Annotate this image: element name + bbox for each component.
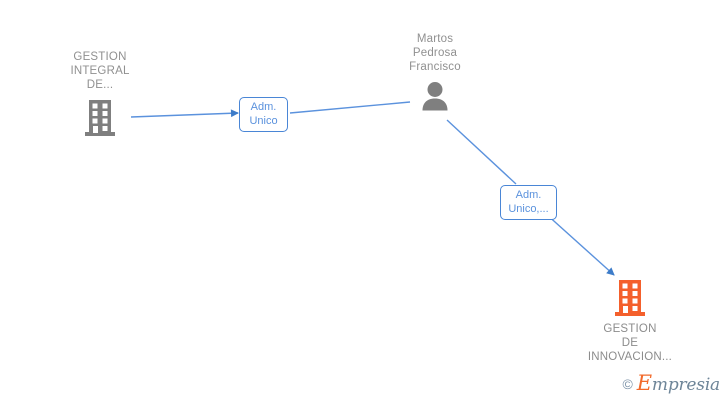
empresia-watermark: © Empresia [622, 373, 720, 394]
building-icon[interactable] [565, 278, 695, 318]
person-icon[interactable] [370, 80, 500, 112]
brand-logo: Empresia [637, 373, 720, 394]
edge-label-adm-unico-mas[interactable]: Adm. Unico,... [500, 185, 557, 220]
node-person[interactable]: Martos Pedrosa Francisco [370, 32, 500, 112]
node-company-gray[interactable]: GESTION INTEGRAL DE... [40, 50, 160, 138]
edge-label-adm-unico[interactable]: Adm. Unico [239, 97, 288, 132]
node-company-orange-label: GESTION DE INNOVACION... [587, 323, 673, 363]
node-person-label: Martos Pedrosa Francisco [409, 33, 461, 73]
brand-rest: mpresia [651, 375, 720, 395]
node-company-orange[interactable]: GESTION DE INNOVACION... [565, 278, 695, 364]
brand-initial: E [636, 371, 652, 395]
building-icon[interactable] [40, 98, 160, 138]
node-company-gray-label: GESTION INTEGRAL DE... [70, 51, 130, 91]
copyright-icon: © [622, 375, 633, 392]
